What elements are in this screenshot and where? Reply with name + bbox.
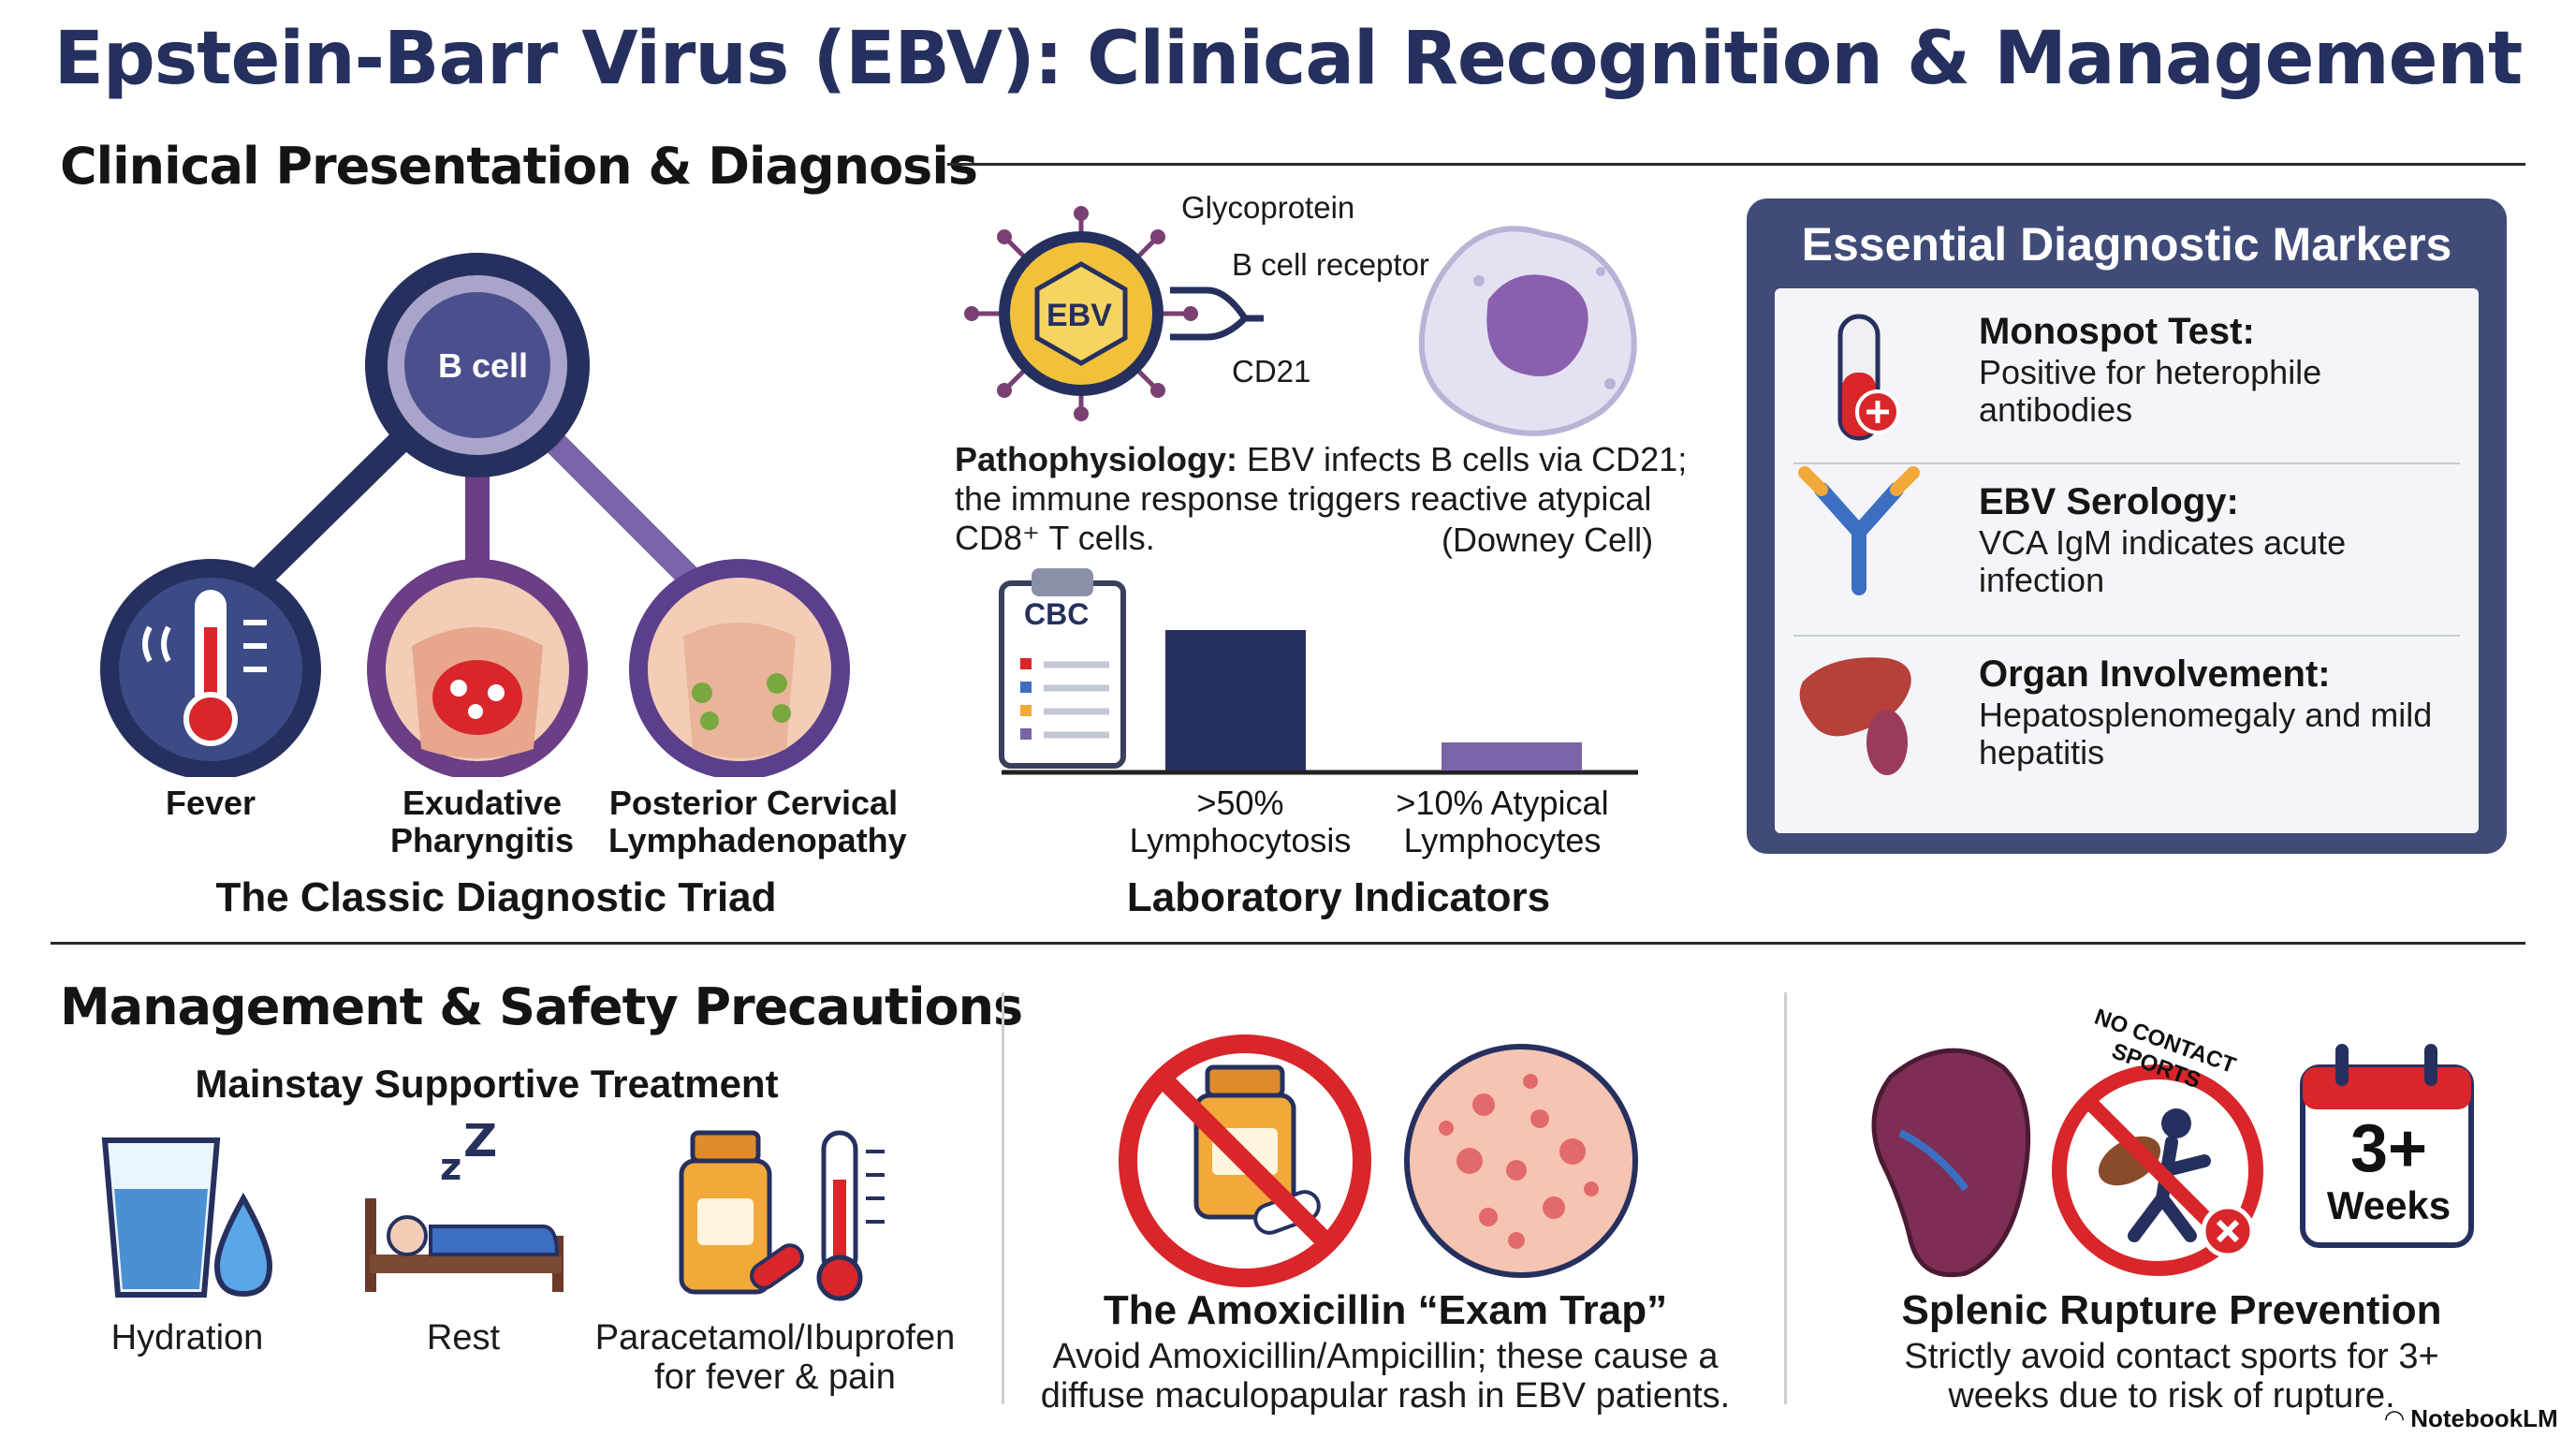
ebv-core-label: EBV <box>1046 298 1112 333</box>
clipboard-icon <box>999 568 1126 769</box>
medicine-bottle-icon <box>679 1130 804 1295</box>
b-cell-icon <box>365 253 590 477</box>
test-tube-icon <box>1837 314 1900 441</box>
triad-label-lymph: Posterior Cervical Lymphadenopathy <box>608 784 907 859</box>
svg-text:z: z <box>440 1146 461 1189</box>
ebv-infection-illustration <box>964 206 1637 436</box>
antibody-icon <box>1798 466 1920 595</box>
glycoprotein-label: Glycoprotein <box>1181 190 1355 225</box>
column-divider <box>1784 992 1787 1404</box>
lab-bar-0 <box>1165 630 1306 770</box>
marker-title-monospot: Monospot Test: <box>1979 311 2255 352</box>
marker-desc-organ: Hepatosplenomegaly and mild hepatitis <box>1979 696 2433 771</box>
supportive-heading: Mainstay Supportive Treatment <box>195 1062 779 1106</box>
divider <box>947 163 2525 166</box>
bar-label-atypical: >10% Atypical Lymphocytes <box>1396 784 1609 859</box>
brand-label: ◠ NotebookLM <box>2385 1404 2558 1433</box>
lab-chart <box>999 568 1638 775</box>
no-amoxicillin-icon <box>1119 1034 1371 1287</box>
amoxicillin-text: Avoid Amoxicillin/Ampicillin; these caus… <box>1040 1337 1731 1416</box>
downey-cell-note: (Downey Cell) <box>1442 521 1654 559</box>
b-cell-receptor-label: B cell receptor <box>1232 247 1429 282</box>
marker-title-serology: EBV Serology: <box>1979 481 2239 522</box>
supportive-icons: z Z <box>101 1123 885 1301</box>
spleen-icon <box>1871 1048 2031 1278</box>
cd21-receptor-icon <box>1170 286 1264 341</box>
marker-desc-serology: VCA IgM indicates acute infection <box>1979 523 2347 599</box>
spleen-illustration <box>1871 1044 2474 1278</box>
brand-text: NotebookLM <box>2410 1404 2558 1432</box>
spleen-text: Strictly avoid contact sports for 3+ wee… <box>1904 1337 2439 1416</box>
pathophysiology-body: EBV infects B cells via CD21; the immune… <box>955 440 1688 557</box>
pathophysiology-label: Pathophysiology: <box>955 440 1238 478</box>
amoxicillin-illustration <box>1119 1034 1638 1287</box>
triad-label-pharyngitis: Exudative Pharyngitis <box>389 784 575 859</box>
marker-title-organ: Organ Involvement: <box>1979 653 2331 695</box>
ebv-virus-icon <box>964 206 1198 421</box>
divider <box>51 942 2525 945</box>
downey-cell-icon <box>1418 226 1637 436</box>
page-title: Epstein-Barr Virus (EBV): Clinical Recog… <box>53 17 2524 101</box>
bed-icon: z Z <box>365 1123 564 1292</box>
lab-caption: Laboratory Indicators <box>1126 874 1551 920</box>
liver-spleen-icon <box>1799 657 1911 775</box>
supportive-label-hydration: Hydration <box>110 1318 264 1357</box>
triad-caption: The Classic Diagnostic Triad <box>215 874 777 920</box>
amoxicillin-title: The Amoxicillin “Exam Trap” <box>1103 1287 1668 1333</box>
rash-icon <box>1404 1044 1638 1278</box>
section-heading-presentation: Clinical Presentation & Diagnosis <box>60 137 978 196</box>
markers-card: Monospot Test: Positive for heterophile … <box>1775 288 2479 833</box>
marker-desc-monospot: Positive for heterophile antibodies <box>1979 353 2322 429</box>
thermometer-icon <box>816 1130 885 1301</box>
calendar-unit: Weeks <box>2326 1183 2452 1227</box>
lymph-node-icon <box>629 559 850 777</box>
b-cell-label: B cell <box>437 346 529 385</box>
cd21-label: CD21 <box>1232 354 1311 389</box>
triad-label-fever: Fever <box>165 784 256 822</box>
calendar-number: 3+ <box>2349 1111 2428 1186</box>
svg-text:Z: Z <box>463 1123 497 1167</box>
section-heading-management: Management & Safety Precautions <box>60 977 1023 1036</box>
marker-divider <box>1793 635 2460 637</box>
marker-divider <box>1793 462 2460 464</box>
markers-heading: Essential Diagnostic Markers <box>1801 218 2452 271</box>
fever-icon <box>100 559 321 777</box>
triad-diagram <box>100 253 850 777</box>
cbc-label: CBC <box>1024 597 1090 631</box>
calendar-icon <box>2300 1044 2474 1248</box>
supportive-label-rest: Rest <box>426 1318 501 1357</box>
no-contact-sports-icon <box>2052 1064 2263 1276</box>
spleen-title: Splenic Rupture Prevention <box>1901 1287 2442 1333</box>
bar-label-lymphocytosis: >50% Lymphocytosis <box>1129 784 1352 859</box>
supportive-label-analgesics: Paracetamol/Ibuprofen for fever & pain <box>594 1318 956 1397</box>
pharyngitis-icon <box>367 559 588 777</box>
diagnostic-markers-panel: Essential Diagnostic Markers Monospot Te… <box>1747 198 2507 854</box>
notebooklm-icon: ◠ <box>2385 1404 2411 1432</box>
water-glass-icon <box>101 1137 273 1298</box>
pathophysiology-text: Pathophysiology: EBV infects B cells via… <box>955 440 1704 558</box>
lab-bar-1 <box>1442 742 1582 770</box>
marker-icons <box>1798 314 1920 775</box>
column-divider <box>1002 992 1004 1404</box>
